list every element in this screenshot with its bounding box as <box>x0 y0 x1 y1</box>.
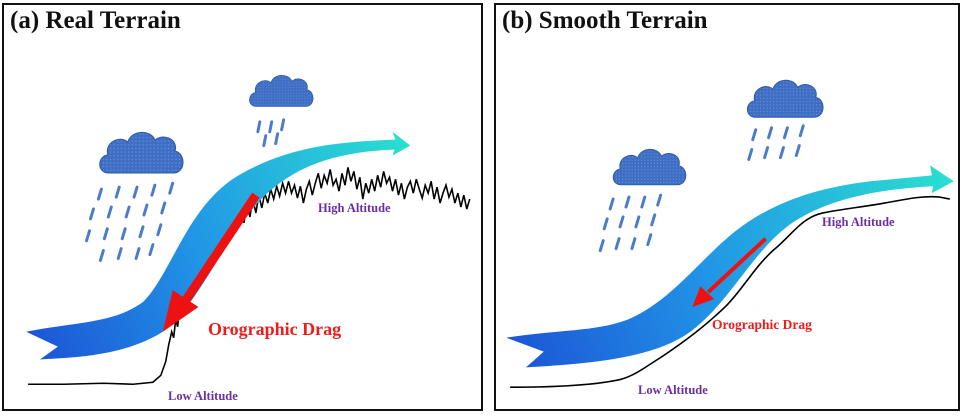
rain-icon <box>598 124 805 253</box>
panel-smooth-terrain: (b) Smooth Terrain High Altitude Low Alt… <box>494 3 960 411</box>
drag-arrow <box>162 192 260 332</box>
orographic-drag-label: Orographic Drag <box>208 319 342 339</box>
panel-title: (a) Real Terrain <box>10 7 181 34</box>
drag-arrow <box>692 237 767 308</box>
cloud-icon <box>99 131 184 174</box>
airflow-arrow <box>506 165 954 368</box>
low-altitude-label: Low Altitude <box>168 389 238 403</box>
rain-icon <box>85 118 286 262</box>
cloud-icon <box>612 148 687 186</box>
real-terrain-diagram <box>26 74 471 386</box>
smooth-terrain-diagram <box>506 79 954 389</box>
low-altitude-label: Low Altitude <box>638 383 708 397</box>
high-altitude-label: High Altitude <box>822 215 895 229</box>
cloud-icon <box>746 79 824 118</box>
orographic-drag-label: Orographic Drag <box>712 317 812 332</box>
panel-real-terrain: (a) Real Terrain High Altitude Low Altit… <box>2 3 483 411</box>
smooth-terrain-line <box>510 195 950 389</box>
panel-title: (b) Smooth Terrain <box>502 7 708 34</box>
high-altitude-label: High Altitude <box>318 201 391 215</box>
cloud-icon <box>249 74 314 107</box>
